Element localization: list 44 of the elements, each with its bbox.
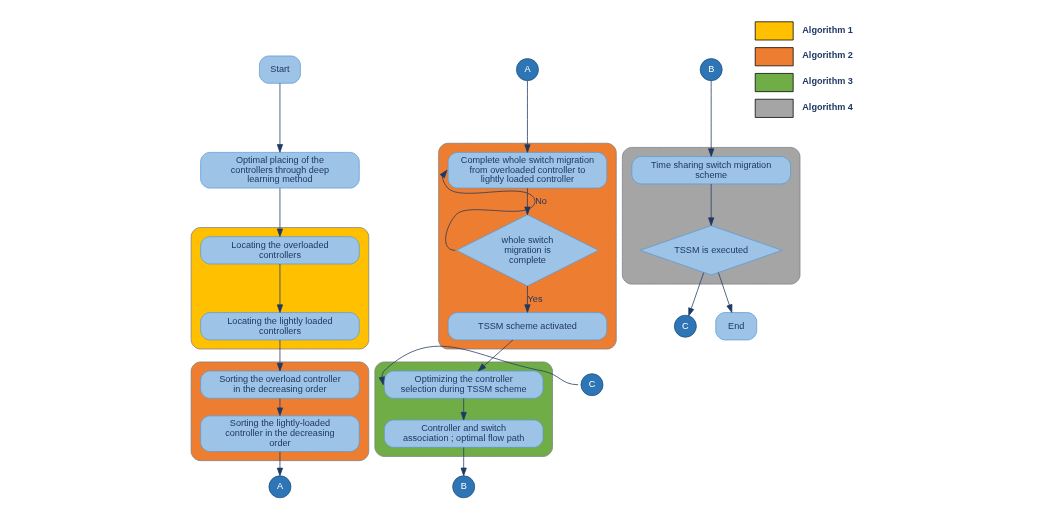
edge-label: Yes xyxy=(527,293,542,304)
node-box: Sorting the lightly-loaded controller in the decreasing order xyxy=(199,415,360,452)
node-circle: B xyxy=(699,58,723,81)
node-box: Optimizing the controller selection during TSSM scheme xyxy=(383,370,543,399)
node-diamond: whole switch migration is complete xyxy=(455,214,599,287)
node-circle: C xyxy=(580,373,603,397)
node-box: Start xyxy=(258,55,301,84)
node-box: Locating the lightly loaded controllers xyxy=(199,312,360,341)
node-circle: C xyxy=(673,314,697,338)
arrow xyxy=(276,82,283,153)
arrow xyxy=(477,339,513,372)
arrow xyxy=(460,447,467,476)
node-box: Locating the overloaded controllers xyxy=(199,236,360,265)
node-box: Complete whole switch migration from overloaded controller to lightly loaded controller xyxy=(447,152,607,189)
arrow xyxy=(707,183,714,226)
node-box: TSSM scheme activated xyxy=(447,312,607,341)
arrow xyxy=(276,263,283,313)
arrow xyxy=(523,80,530,153)
arrow xyxy=(717,272,732,313)
arrow xyxy=(276,339,283,372)
edge-label: No xyxy=(534,195,547,206)
node-circle: A xyxy=(515,58,539,81)
arrow xyxy=(378,346,578,386)
node-circle: B xyxy=(451,475,475,499)
node-box: Time sharing switch migration scheme xyxy=(630,156,791,185)
legend-label: Algorithm 4 xyxy=(801,101,853,112)
legend-label: Algorithm 3 xyxy=(801,76,853,87)
node-box: Controller and switch association ; optimal flow path xyxy=(383,419,543,448)
arrow xyxy=(460,398,467,421)
node-box: Optimal placing of the controllers through deep learning method xyxy=(199,152,360,189)
legend-label: Algorithm 1 xyxy=(801,24,853,35)
arrow xyxy=(439,169,535,251)
legend-label: Algorithm 2 xyxy=(801,50,853,61)
node-box: Sorting the overload controller in the decreasing order xyxy=(199,370,360,399)
node-circle: A xyxy=(268,475,291,499)
arrow xyxy=(523,285,530,313)
node-box: End xyxy=(714,312,757,341)
arrow xyxy=(707,80,714,157)
arrow xyxy=(687,272,704,317)
arrow xyxy=(276,451,283,477)
arrow xyxy=(276,398,283,416)
node-diamond: TSSM is executed xyxy=(639,225,783,276)
arrow xyxy=(276,187,283,237)
arrow xyxy=(523,187,530,215)
